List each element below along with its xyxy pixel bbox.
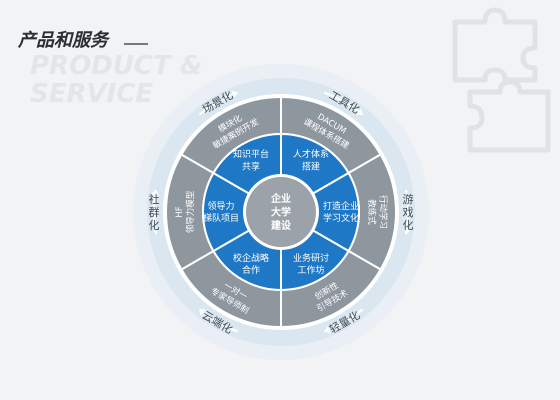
outer-segment-label-line: 行动学习 (377, 195, 388, 229)
center-disc (246, 177, 316, 247)
ring-label: 社群化 (149, 192, 160, 232)
ring-label-char: 化 (149, 218, 160, 232)
ring-arrow-head (402, 228, 411, 235)
puzzle-icon (467, 79, 551, 153)
outer-segment-label-line: HF (175, 206, 185, 217)
inner-segment-label-line: 打造企业 (323, 200, 359, 212)
watermark-line: PRODUCT & (30, 51, 202, 81)
ring-arrow-head (199, 309, 206, 316)
puzzle-icon (452, 7, 538, 83)
ring-label: 游戏化 (403, 193, 414, 232)
inner-segment-label-line: 搭建 (302, 160, 320, 172)
ring-label-char: 游 (403, 193, 414, 206)
inner-segment-label-line: 梯队项目 (203, 212, 239, 224)
inner-segments (202, 132, 360, 292)
inner-segment-label-line: 学习文化 (323, 212, 359, 224)
watermark-line: SERVICE (30, 79, 153, 109)
inner-segment-label-line: 知识平台 (233, 148, 269, 160)
page-title: 产品和服务 (17, 30, 111, 51)
center-label-line: 大学 (271, 206, 291, 219)
ring-arrow-head (356, 108, 363, 115)
ring-label-char: 戏 (403, 206, 414, 219)
ring-arrow-head (324, 325, 331, 334)
inner-segment-label-line: 业务研讨 (293, 252, 329, 264)
ring-label-char: 群 (149, 205, 160, 219)
outer-segment-label-line: 教练式 (366, 199, 377, 225)
center-circle (243, 174, 319, 250)
ring-arrow-head (231, 90, 238, 99)
ring-label-char: 社 (149, 192, 160, 206)
ring-label-char: 化 (403, 218, 414, 232)
inner-segment-label-line: 合作 (242, 264, 260, 276)
inner-segment-label-line: 共享 (242, 160, 260, 172)
ring-arrow-head (151, 189, 160, 196)
inner-segment-label-line: 领导力 (207, 200, 234, 212)
center-label-line: 建设 (270, 219, 291, 232)
inner-segment-label-line: 校企战略 (233, 252, 269, 264)
outer-segments (165, 95, 397, 329)
center-label-line: 企业 (270, 192, 291, 205)
inner-segment-label-line: 工作坊 (297, 264, 324, 276)
inner-segment-label-line: 人才体系 (293, 148, 329, 160)
outer-segment-label-line: 领导力模型 (185, 190, 196, 233)
